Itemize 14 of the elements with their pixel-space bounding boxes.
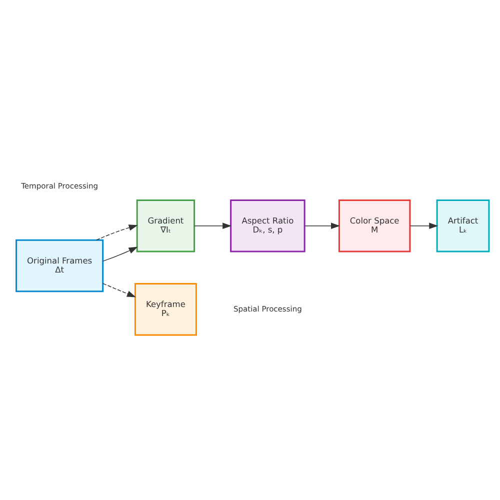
label: Spatial Processing	[233, 304, 302, 313]
node-box: Aspect Ratio Dₖ, s, p	[230, 199, 306, 252]
arrow	[96, 224, 138, 240]
node-box: Gradient ∇Iₜ	[136, 199, 196, 252]
arrow	[102, 282, 136, 297]
label: Temporal Processing	[21, 181, 98, 190]
node-box: Artifact Lₖ	[436, 199, 490, 252]
node-box: Original Frames Δt	[16, 238, 104, 292]
arrow	[410, 222, 438, 229]
node-box: Color Space M	[338, 199, 411, 252]
node-box: Keyframe Pₖ	[134, 282, 197, 336]
arrow	[102, 246, 138, 262]
arrow	[194, 222, 232, 229]
arrow	[304, 222, 340, 229]
